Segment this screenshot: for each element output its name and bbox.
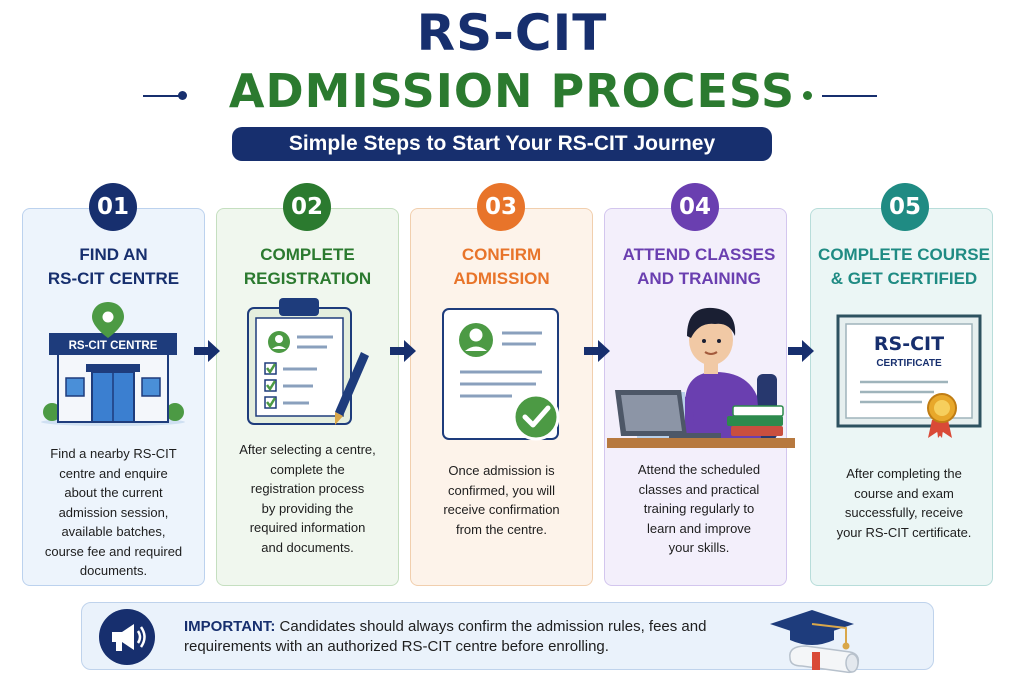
decor-dot-left [178, 91, 187, 100]
important-notice-text: IMPORTANT: Candidates should always conf… [184, 617, 774, 657]
step-number-badge-5: 05 [881, 183, 929, 231]
step-title-3: CONFIRM ADMISSION [410, 243, 593, 291]
step-description-3-line: receive confirmation [443, 502, 560, 517]
step-number-badge-1: 01 [89, 183, 137, 231]
step-title-4-line2: AND TRAINING [637, 269, 761, 288]
step-description-5-line: course and exam [854, 485, 954, 501]
step-title-2-line2: REGISTRATION [243, 269, 372, 288]
step-description-1-line: course fee and required [44, 543, 183, 559]
arrow-right-icon-4 [788, 340, 814, 362]
step-description-4-line: learn and improve [646, 520, 752, 536]
step-description-2-line: After selecting a centre, [239, 442, 376, 457]
step-title-4-line1: ATTEND CLASSES [622, 245, 776, 264]
step-description-2-line: registration process [250, 481, 365, 496]
step-number-badge-2: 02 [283, 183, 331, 231]
step-title-3-line2: ADMISSION [453, 269, 550, 288]
important-text-line1: Candidates should always confirm the adm… [275, 618, 707, 635]
arrow-right-icon-3 [584, 340, 610, 362]
step-description-2-line: by providing the [261, 500, 354, 516]
important-label: IMPORTANT: [184, 618, 276, 635]
step-description-3-line: from the centre. [455, 521, 548, 537]
step-title-5: COMPLETE COURSE & GET CERTIFIED [810, 243, 998, 291]
step-description-4-line: Attend the scheduled [637, 462, 761, 477]
step-description-5: After completing the course and exam suc… [810, 464, 998, 542]
step-description-2-line: and documents. [261, 539, 354, 555]
step-description-1-line: admission session, [58, 504, 169, 520]
step-description-1-line: documents. [79, 563, 148, 578]
step-description-2-line: complete the [270, 461, 345, 477]
confirmation-doc-icon [442, 308, 560, 441]
decor-line-right [822, 95, 877, 97]
step-description-1: Find a nearby RS-CIT centre and enquire … [22, 444, 205, 581]
step-title-5-line2: & GET CERTIFIED [830, 269, 978, 288]
building-icon: RS-CIT CENTRE [41, 302, 185, 426]
step-title-4: ATTEND CLASSES AND TRAINING [604, 243, 794, 291]
step-title-2-line1: COMPLETE [260, 245, 355, 264]
step-description-1-line: Find a nearby RS-CIT [50, 446, 177, 461]
arrow-right-icon-1 [194, 340, 220, 362]
step-description-1-line: about the current [64, 485, 163, 500]
step-title-5-line1: COMPLETE COURSE [818, 245, 990, 264]
decor-line-left [143, 95, 181, 97]
step-description-1-line: available batches, [61, 524, 166, 539]
certificate-subtitle: CERTIFICATE [876, 358, 942, 369]
page-title-secondary: ADMISSION PROCESS [228, 64, 796, 118]
page-title: RS-CIT [416, 4, 608, 62]
step-title-2: COMPLETE REGISTRATION [216, 243, 399, 291]
graduation-cap-icon [770, 610, 860, 674]
step-title-1-line2: RS-CIT CENTRE [47, 269, 180, 288]
decor-dot-right [803, 91, 812, 100]
step-description-2-line: required information [249, 520, 366, 535]
step-number-badge-4: 04 [671, 183, 719, 231]
step-title-1-line1: FIND AN [79, 245, 148, 264]
student-laptop-icon [607, 307, 795, 448]
step-description-4-line: your skills. [668, 540, 730, 555]
clipboard-icon [247, 298, 369, 425]
step-description-4-line: classes and practical [638, 481, 760, 497]
step-description-5-line: After completing the [846, 466, 962, 481]
step-description-3-line: confirmed, you will [448, 482, 555, 498]
step-title-3-line1: CONFIRM [461, 245, 542, 264]
megaphone-icon [99, 609, 155, 665]
step-description-4: Attend the scheduled classes and practic… [604, 460, 794, 558]
step-description-5-line: successfully, receive [844, 505, 964, 520]
subtitle-banner: Simple Steps to Start Your RS-CIT Journe… [232, 127, 772, 161]
certificate-icon: RS-CIT CERTIFICATE [836, 314, 982, 438]
important-text-line2: requirements with an authorized RS-CIT c… [184, 638, 609, 655]
arrow-right-icon-2 [390, 340, 416, 362]
step-description-2: After selecting a centre, complete the r… [216, 440, 399, 557]
step-description-3: Once admission is confirmed, you will re… [410, 461, 593, 539]
step-description-3-line: Once admission is [448, 463, 555, 478]
building-sign-label: RS-CIT CENTRE [69, 340, 158, 352]
step-description-5-line: your RS-CIT certificate. [836, 524, 972, 540]
step-description-1-line: centre and enquire [59, 465, 168, 481]
certificate-title: RS-CIT [874, 333, 944, 355]
step-title-1: FIND AN RS-CIT CENTRE [22, 243, 205, 291]
step-number-badge-3: 03 [477, 183, 525, 231]
step-description-4-line: training regularly to [643, 501, 755, 516]
